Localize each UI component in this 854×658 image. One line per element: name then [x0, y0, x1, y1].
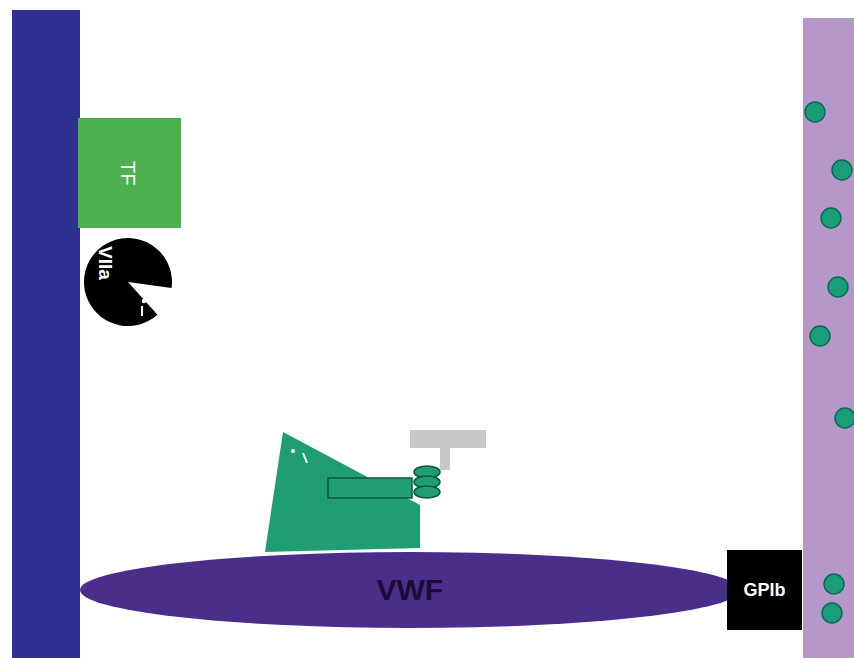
node-label: VWF	[377, 575, 444, 605]
granule	[824, 574, 844, 594]
enzyme-shape: VIIa	[84, 234, 172, 330]
receptor-box: GPIb	[727, 550, 802, 630]
grip-coil	[414, 486, 440, 498]
ligand-bar	[410, 430, 486, 448]
factor-viii	[265, 430, 486, 552]
platelet-membrane	[803, 18, 854, 658]
active-mark	[291, 449, 295, 453]
node-label: GPIb	[744, 581, 786, 599]
active-site-mark	[141, 306, 143, 316]
vessel-wall	[12, 10, 80, 658]
ellipse-shape	[80, 552, 740, 628]
granule	[805, 102, 825, 122]
granule	[828, 277, 848, 297]
factor-body	[265, 432, 420, 552]
factor-arm	[328, 478, 412, 498]
active-mark	[303, 453, 307, 463]
pacman-shape	[84, 238, 172, 326]
ligand-stem	[440, 446, 450, 470]
factor-box: TF	[78, 118, 181, 228]
protein-ellipse: VWF	[80, 552, 740, 628]
active-site-mark	[142, 299, 146, 303]
granule	[821, 208, 841, 228]
node-label: TF	[118, 161, 138, 185]
granules	[805, 102, 854, 623]
node-label: VIIa	[96, 246, 115, 280]
granule	[822, 603, 842, 623]
granule	[832, 160, 852, 180]
granule	[835, 408, 854, 428]
granule	[810, 326, 830, 346]
